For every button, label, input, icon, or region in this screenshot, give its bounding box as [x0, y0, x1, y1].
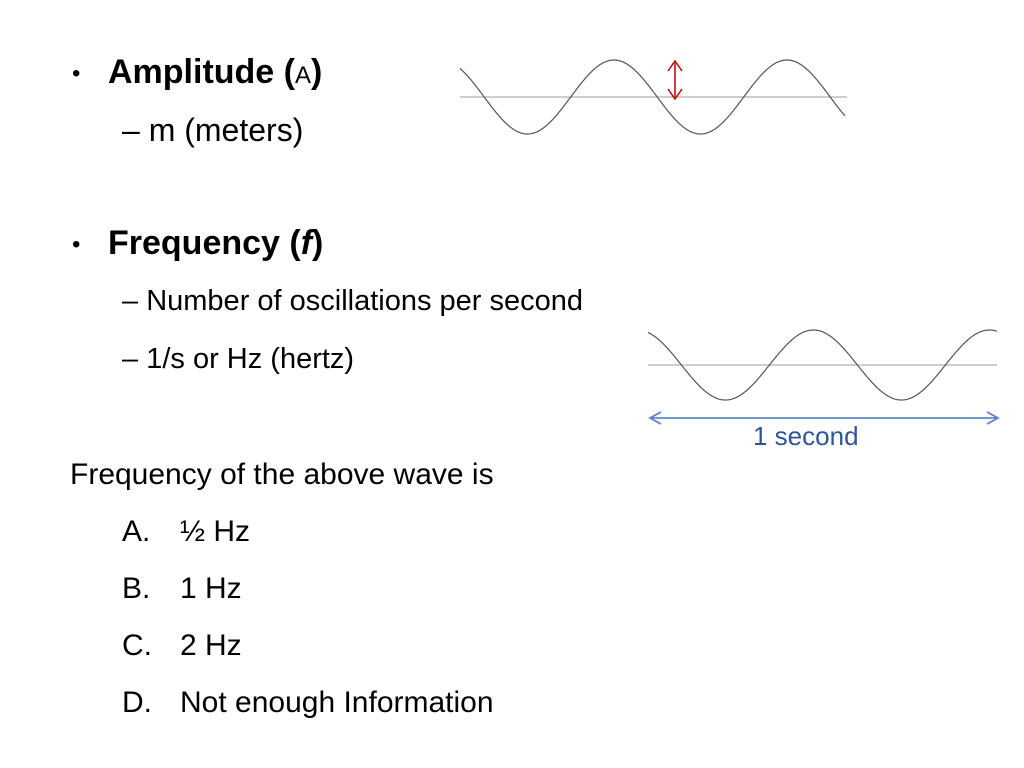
frequency-title-prefix: Frequency ( [108, 224, 301, 262]
frequency-title-suffix: ) [312, 224, 324, 262]
amplitude-title-suffix: ) [311, 53, 323, 91]
amplitude-symbol: A [294, 62, 311, 89]
frequency-item-dash: – [122, 343, 139, 375]
question-prompt: Frequency of the above wave is [70, 458, 494, 491]
frequency-bullet: • [72, 231, 81, 258]
option-c[interactable]: C. 2 Hz [122, 631, 242, 661]
frequency-item-dash: – [122, 285, 139, 317]
frequency-heading: Frequency (f) [108, 226, 323, 260]
amplitude-unit: – m (meters) [122, 114, 303, 146]
option-a[interactable]: A. ½ Hz [122, 517, 250, 547]
option-text: ½ Hz [180, 515, 251, 548]
amplitude-unit-text: m (meters) [148, 112, 304, 148]
frequency-item-text: 1/s or Hz (hertz) [146, 343, 355, 375]
option-d[interactable]: D. Not enough Information [122, 688, 494, 718]
frequency-item-2: – 1/s or Hz (hertz) [122, 345, 354, 374]
amplitude-title-prefix: Amplitude ( [108, 53, 295, 91]
amplitude-wave-diagram [459, 59, 847, 135]
option-text: 2 Hz [180, 629, 242, 662]
frequency-symbol: f [300, 224, 313, 262]
amplitude-unit-dash: – [122, 112, 140, 148]
option-letter: A. [122, 515, 151, 548]
option-letter: B. [122, 572, 151, 605]
option-b[interactable]: B. 1 Hz [122, 574, 242, 604]
option-text: 1 Hz [180, 572, 242, 605]
option-text: Not enough Information [180, 686, 494, 719]
wave1-curve [459, 59, 846, 135]
wave2-curve [647, 329, 998, 401]
option-letter: C. [122, 629, 152, 662]
amplitude-bullet: • [72, 60, 81, 87]
one-second-label: 1 second [753, 421, 859, 451]
option-letter: D. [122, 686, 152, 719]
frequency-wave-diagram [647, 329, 1000, 425]
amplitude-heading: Amplitude (A) [108, 55, 322, 89]
amplitude-arrow [667, 59, 683, 101]
frequency-item-text: Number of oscillations per second [146, 285, 584, 317]
one-second-arrow [648, 411, 1000, 425]
frequency-item-1: – Number of oscillations per second [122, 287, 583, 316]
